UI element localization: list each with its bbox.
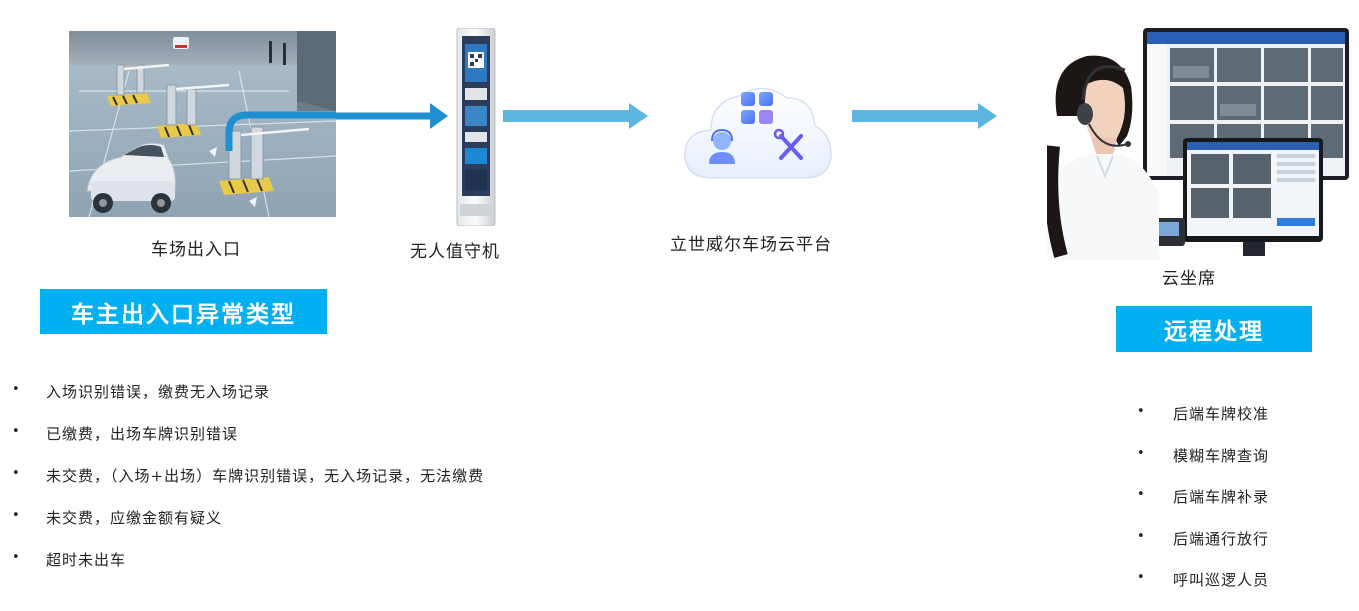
remote-handling-banner: 远程处理 — [1116, 306, 1312, 352]
cloud-seat-label: 云坐席 — [1162, 269, 1216, 289]
entrance-label: 车场出入口 — [151, 240, 241, 260]
flow-arrow-icon — [336, 103, 448, 129]
flow-arrow-icon — [852, 103, 997, 129]
exception-types-banner: 车主出入口异常类型 — [40, 289, 327, 334]
list-item: 未交费，（入场+出场）车牌识别错误，无入场记录，无法缴费 — [12, 465, 484, 507]
list-item: 未交费，应缴金额有疑义 — [12, 507, 484, 549]
cloud-icon — [683, 78, 833, 184]
list-item: 后端通行放行 — [1137, 528, 1269, 570]
operator-image — [1047, 26, 1349, 260]
list-item: 呼叫巡逻人员 — [1137, 569, 1269, 611]
list-item: 后端车牌补录 — [1137, 486, 1269, 528]
cloud-platform-label: 立世威尔车场云平台 — [670, 235, 832, 255]
remote-handling-list: 后端车牌校准 模糊车牌查询 后端车牌补录 后端通行放行 呼叫巡逻人员 — [1137, 403, 1269, 611]
kiosk-label: 无人值守机 — [410, 242, 500, 262]
list-item: 后端车牌校准 — [1137, 403, 1269, 445]
list-item: 入场识别错误，缴费无入场记录 — [12, 381, 484, 423]
list-item: 已缴费，出场车牌识别错误 — [12, 423, 484, 465]
list-item: 超时未出车 — [12, 549, 484, 591]
exception-types-list: 入场识别错误，缴费无入场记录 已缴费，出场车牌识别错误 未交费，（入场+出场）车… — [12, 381, 484, 591]
parking-entrance-image — [69, 31, 336, 217]
flow-arrow-icon — [503, 103, 648, 129]
list-item: 模糊车牌查询 — [1137, 445, 1269, 487]
kiosk-image — [456, 27, 496, 227]
